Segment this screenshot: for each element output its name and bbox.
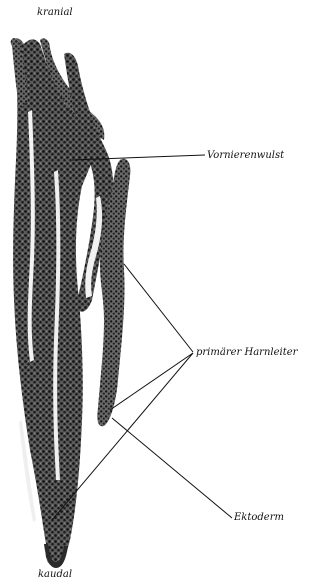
label-ektoderm: Ektoderm [234, 513, 284, 523]
label-vornierenwulst: Vornierenwulst [207, 151, 284, 161]
label-primaerer-harnleiter: primärer Harnleiter [196, 348, 297, 358]
leader-line-ektoderm [112, 418, 232, 518]
leader-line-harnleiter-upper [124, 264, 193, 352]
label-kranial: kranial [37, 8, 73, 18]
label-kaudal: kaudal [38, 570, 72, 580]
